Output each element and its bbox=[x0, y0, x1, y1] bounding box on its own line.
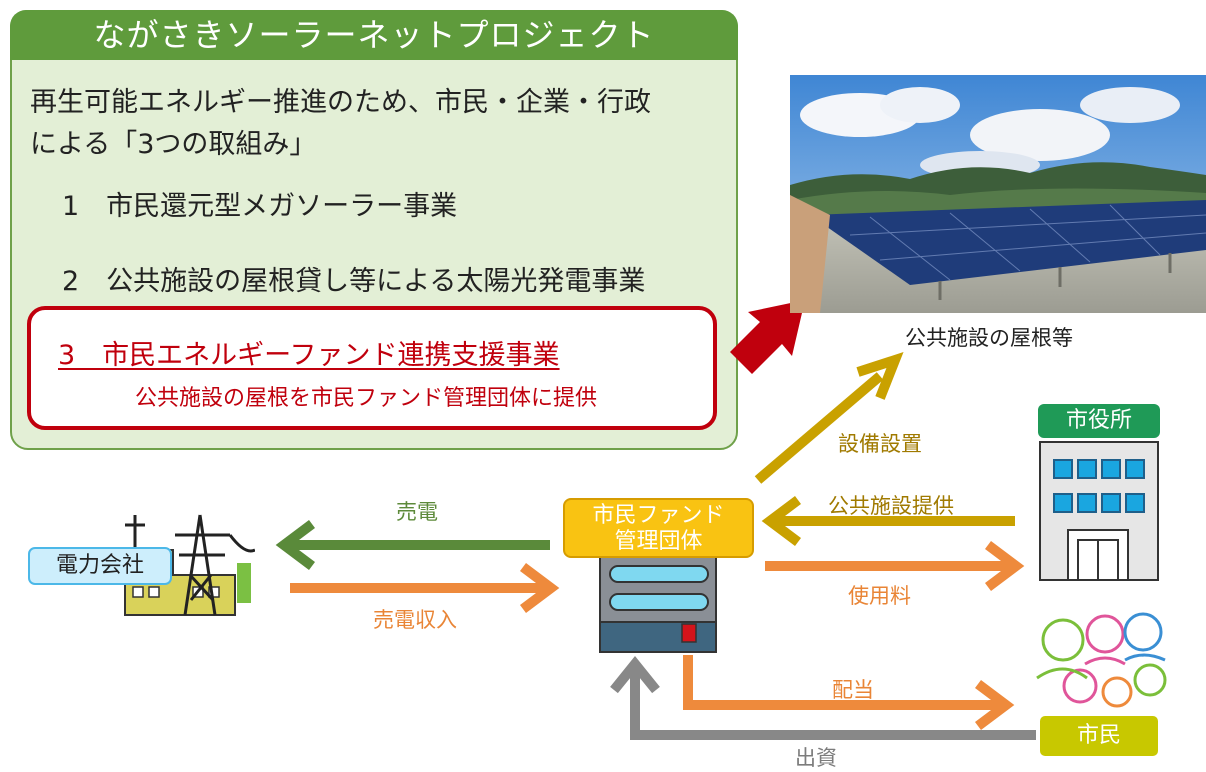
panel-intro-line2: による「3つの取組み」 bbox=[30, 129, 317, 160]
city-hall-label: 市役所 bbox=[1038, 404, 1160, 438]
fund-org-label: 市民ファンド 管理団体 bbox=[563, 498, 754, 558]
photo-caption: 公共施設の屋根等 bbox=[905, 326, 1073, 350]
power-plant-icon bbox=[124, 514, 255, 616]
pointer-arrow-icon bbox=[730, 300, 805, 374]
label-public-facility: 公共施設提供 bbox=[828, 494, 954, 518]
label-usage-fee: 使用料 bbox=[848, 584, 911, 608]
initiative-item-3-highlight bbox=[27, 306, 717, 430]
arrow-public-facility bbox=[761, 496, 1015, 546]
fund-org-label-line2: 管理団体 bbox=[614, 529, 703, 554]
initiative-item-3: 3 市民エネルギーファンド連携支援事業 bbox=[58, 340, 560, 371]
solar-rooftop-photo bbox=[790, 75, 1206, 313]
label-equipment: 設備設置 bbox=[838, 432, 922, 456]
arrow-equipment bbox=[754, 351, 904, 484]
panel-title: ながさきソーラーネットプロジェクト bbox=[10, 10, 738, 60]
fund-org-label-line1: 市民ファンド bbox=[592, 503, 725, 528]
label-investment: 出資 bbox=[795, 746, 837, 770]
initiative-item-1: 1 市民還元型メガソーラー事業 bbox=[62, 191, 458, 222]
city-hall-building-icon bbox=[1039, 441, 1159, 581]
citizens-label: 市民 bbox=[1040, 716, 1158, 756]
panel-intro-line1: 再生可能エネルギー推進のため、市民・企業・行政 bbox=[30, 87, 651, 118]
label-sell-income: 売電収入 bbox=[373, 608, 457, 632]
arrow-investment bbox=[610, 656, 1036, 740]
label-sell-power: 売電 bbox=[396, 500, 438, 524]
initiative-item-2: 2 公共施設の屋根貸し等による太陽光発電事業 bbox=[62, 266, 646, 297]
arrow-sell-power bbox=[275, 520, 550, 570]
fund-building-icon bbox=[599, 553, 717, 653]
arrow-usage-fee bbox=[765, 541, 1025, 591]
citizens-group-icon bbox=[1036, 612, 1167, 708]
initiative-item-3-detail: 公共施設の屋根を市民ファンド管理団体に提供 bbox=[135, 386, 598, 411]
label-dividend: 配当 bbox=[832, 678, 874, 702]
arrow-dividend bbox=[683, 655, 1015, 730]
electric-company-label: 電力会社 bbox=[28, 547, 172, 585]
arrow-sell-income bbox=[290, 563, 560, 613]
